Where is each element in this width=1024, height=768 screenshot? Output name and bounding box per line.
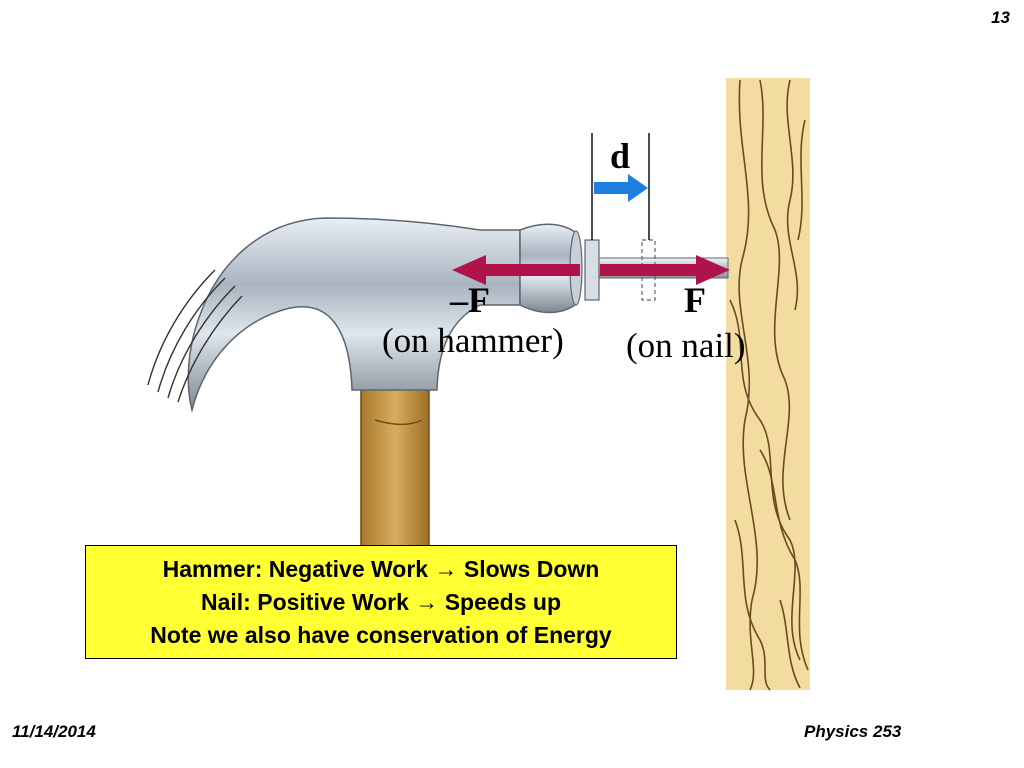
note-line-nail: Nail: Positive Work → Speeds up — [201, 588, 561, 615]
displacement-marker — [591, 133, 650, 240]
slide-number: 13 — [991, 8, 1010, 27]
force-arrow-on-nail — [600, 255, 730, 285]
force-arrow-on-hammer — [452, 255, 580, 285]
force-on-hammer-symbol: –F — [449, 280, 490, 320]
note-line-hammer: Hammer: Negative Work → Slows Down — [162, 555, 600, 582]
hammer-head — [187, 217, 583, 413]
force-on-nail-caption: (on nail) — [626, 326, 746, 365]
force-on-hammer-caption: (on hammer) — [382, 321, 564, 360]
footer-course: Physics 253 — [804, 722, 902, 741]
note-line-energy: Note we also have conservation of Energy — [150, 621, 612, 648]
footer-date: 11/14/2014 — [12, 722, 96, 741]
force-on-nail-symbol: F — [684, 280, 706, 320]
motion-lines — [147, 269, 243, 403]
work-energy-note-box: Hammer: Negative Work → Slows Down Nail:… — [85, 545, 677, 659]
hammer-handle — [360, 384, 430, 551]
displacement-label: d — [610, 136, 630, 176]
wood-block — [726, 78, 810, 691]
